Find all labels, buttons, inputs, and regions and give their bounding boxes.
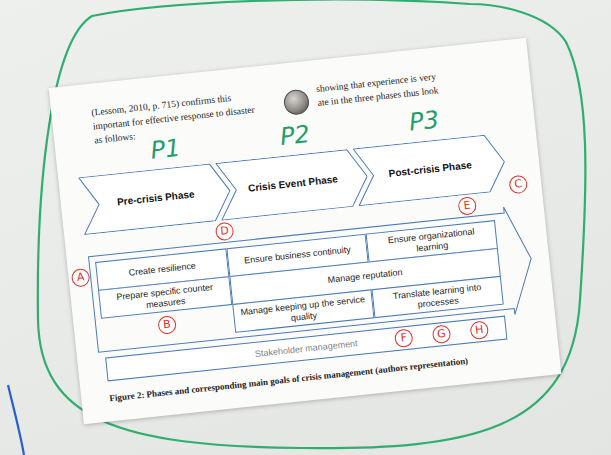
circled-letter: C bbox=[508, 175, 528, 195]
circled-letter: D bbox=[215, 222, 235, 242]
blue-marker-line bbox=[8, 385, 24, 455]
circled-letter: E bbox=[457, 196, 477, 216]
paper-sheet: Pre-crisis PhaseCrisis Event PhasePost-c… bbox=[49, 38, 562, 424]
goal-text: Ensure business continuity bbox=[244, 245, 352, 266]
body-text: as follows: bbox=[94, 131, 136, 147]
chevron-shape bbox=[79, 162, 233, 234]
goal-text: Create resilience bbox=[128, 261, 196, 278]
magnet bbox=[283, 89, 309, 115]
goal-text: Manage reputation bbox=[327, 267, 403, 285]
phase-chevron: Crisis Event Phase bbox=[215, 147, 370, 220]
phase-chevron: Post-crisis Phase bbox=[353, 133, 508, 206]
circled-letter: B bbox=[157, 315, 177, 335]
handwritten-phase-mark: P2 bbox=[279, 121, 311, 150]
goal-text: Stakeholder management bbox=[254, 338, 358, 359]
circled-letter: A bbox=[71, 268, 91, 288]
chevron-shape bbox=[353, 133, 507, 205]
chevron-shape bbox=[216, 148, 370, 220]
phase-chevron: Pre-crisis Phase bbox=[78, 162, 233, 235]
handwritten-phase-mark: P1 bbox=[149, 135, 181, 164]
green-marker-loop bbox=[38, 0, 586, 448]
handwritten-phase-mark: P3 bbox=[408, 106, 440, 135]
